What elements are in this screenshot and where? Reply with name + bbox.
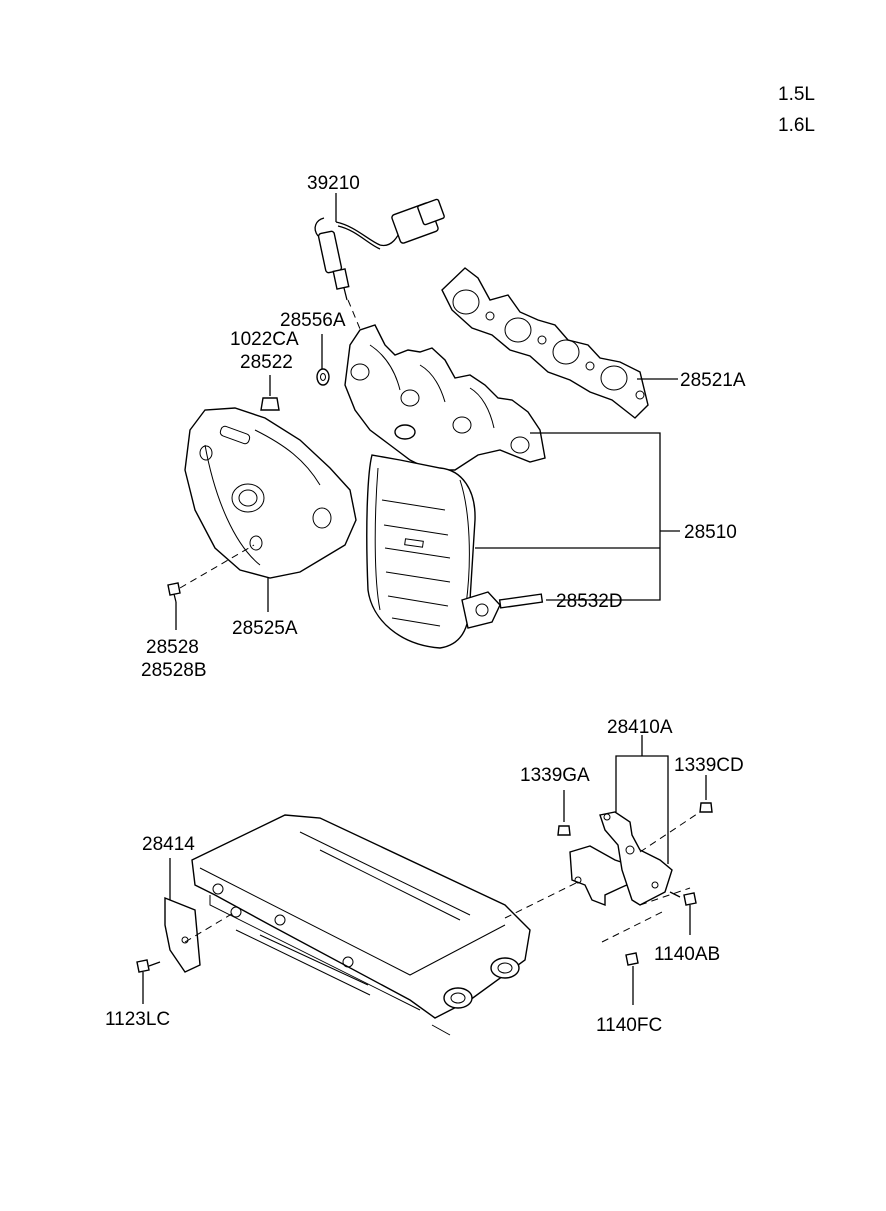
bracket-28410A-part bbox=[569, 811, 673, 907]
label-28532D: 28532D bbox=[556, 591, 623, 612]
label-1123LC: 1123LC bbox=[105, 1009, 170, 1030]
engine-variant-1: 1.5L bbox=[778, 84, 815, 105]
label-1339CD: 1339CD bbox=[674, 755, 744, 776]
heat-shield-part bbox=[184, 407, 357, 579]
nut-part bbox=[260, 375, 280, 411]
label-28510: 28510 bbox=[684, 522, 737, 543]
label-1140FC: 1140FC bbox=[596, 1015, 662, 1036]
label-28522: 28522 bbox=[240, 352, 293, 373]
label-28528: 28528 bbox=[146, 637, 199, 658]
oxygen-sensor-part bbox=[314, 193, 445, 431]
label-1022CA: 1022CA bbox=[230, 329, 299, 350]
stud-part bbox=[498, 593, 544, 609]
label-1339GA: 1339GA bbox=[520, 765, 590, 786]
label-28410A: 28410A bbox=[607, 717, 673, 738]
washer-part bbox=[316, 334, 330, 386]
bolt-28528-part bbox=[167, 582, 181, 630]
label-28528B: 28528B bbox=[141, 660, 207, 681]
bolt-1140AB-part bbox=[669, 891, 697, 935]
nut-1339GA-part bbox=[557, 790, 571, 836]
engine-variant-2: 1.6L bbox=[778, 115, 815, 136]
intake-manifold-part bbox=[191, 814, 531, 1036]
exhaust-manifold-part bbox=[344, 324, 546, 649]
label-1140AB: 1140AB bbox=[654, 944, 720, 965]
label-39210: 39210 bbox=[307, 173, 360, 194]
manifold-gasket-part bbox=[441, 267, 649, 419]
label-28521A: 28521A bbox=[680, 370, 746, 391]
label-28525A: 28525A bbox=[232, 618, 298, 639]
nut-1339CD-part bbox=[699, 775, 713, 813]
label-28556A: 28556A bbox=[280, 310, 346, 331]
bolt-1123LC-part bbox=[136, 959, 161, 1004]
bolt-1140FC-part bbox=[625, 952, 639, 1005]
heat-shield-28414-part bbox=[164, 896, 201, 973]
label-28414: 28414 bbox=[142, 834, 195, 855]
